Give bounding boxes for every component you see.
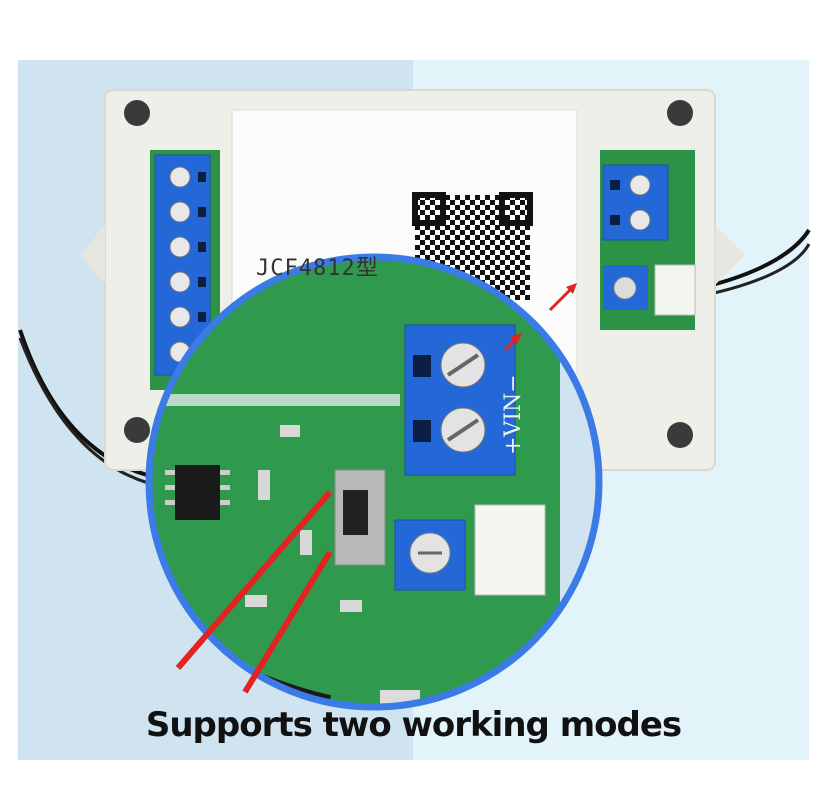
ic-chip — [175, 465, 220, 520]
connector — [474, 504, 546, 596]
caption: Supports two working modes — [145, 705, 682, 745]
left-terminal-block — [154, 154, 211, 376]
screw-hole-top-right — [667, 100, 693, 126]
screw-hole-bottom-left — [124, 417, 150, 443]
annotation-line-1 — [175, 490, 333, 670]
terminal-label: +VIN− — [501, 374, 526, 455]
screw-hole-top-left — [124, 100, 150, 126]
board-model-label: JCF4812型 — [256, 256, 379, 281]
right-terminal-small — [602, 164, 696, 316]
screw-hole-bottom-right — [667, 422, 693, 448]
annotation-line-2 — [242, 550, 333, 694]
cable-left — [18, 329, 171, 482]
